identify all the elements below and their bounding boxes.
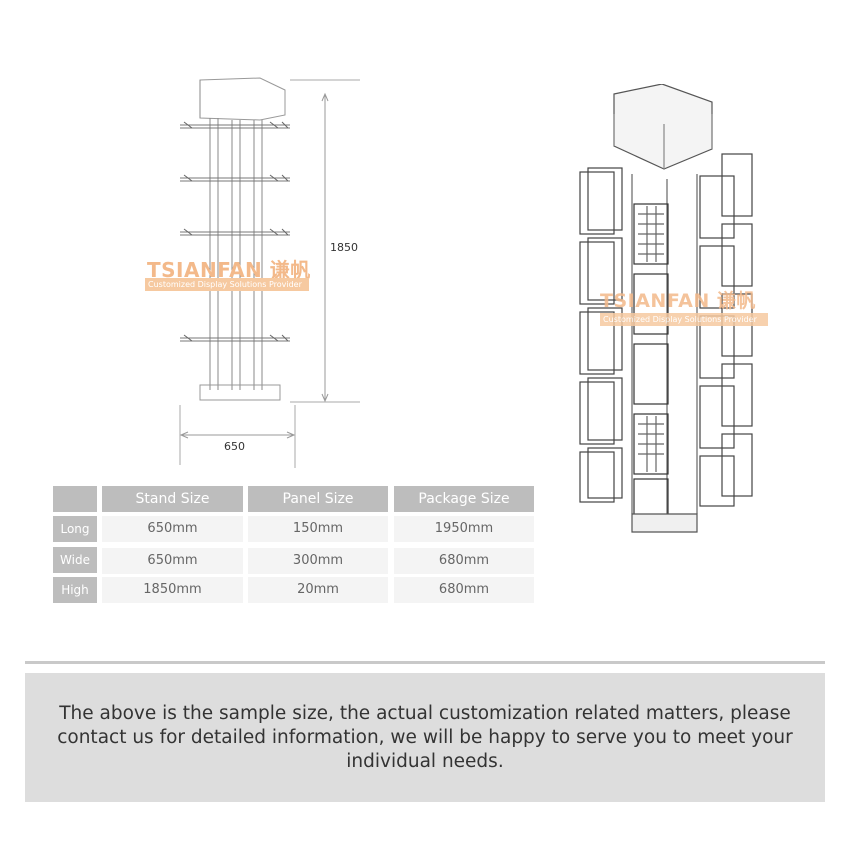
section-divider — [25, 661, 825, 664]
cell-long-stand: 650mm — [102, 516, 243, 542]
height-dimension-label: 1850 — [330, 241, 358, 254]
watermark-tagline-left: Customized Display Solutions Provider — [145, 278, 309, 291]
cell-high-panel: 20mm — [248, 577, 388, 603]
cell-wide-package: 680mm — [394, 548, 534, 574]
header-panel-size: Panel Size — [248, 486, 388, 512]
header-package-size: Package Size — [394, 486, 534, 512]
stand-product-illustration — [579, 84, 753, 533]
header-stand-size: Stand Size — [102, 486, 243, 512]
note-box: The above is the sample size, the actual… — [25, 673, 825, 802]
cell-high-stand: 1850mm — [102, 577, 243, 603]
watermark-brand-right: TSIANFAN 谦帆 — [600, 290, 756, 312]
cell-wide-stand: 650mm — [102, 548, 243, 574]
table-corner-cell — [53, 486, 97, 512]
note-text: The above is the sample size, the actual… — [57, 702, 793, 772]
row-label-wide: Wide — [53, 547, 97, 573]
cell-long-package: 1950mm — [394, 516, 534, 542]
cell-long-panel: 150mm — [248, 516, 388, 542]
watermark-tagline-right: Customized Display Solutions Provider — [600, 313, 768, 326]
width-dimension-label: 650 — [224, 440, 245, 453]
row-label-long: Long — [53, 516, 97, 542]
cell-high-package: 680mm — [394, 577, 534, 603]
stand-technical-drawing — [179, 77, 360, 468]
row-label-high: High — [53, 577, 97, 603]
cell-wide-panel: 300mm — [248, 548, 388, 574]
